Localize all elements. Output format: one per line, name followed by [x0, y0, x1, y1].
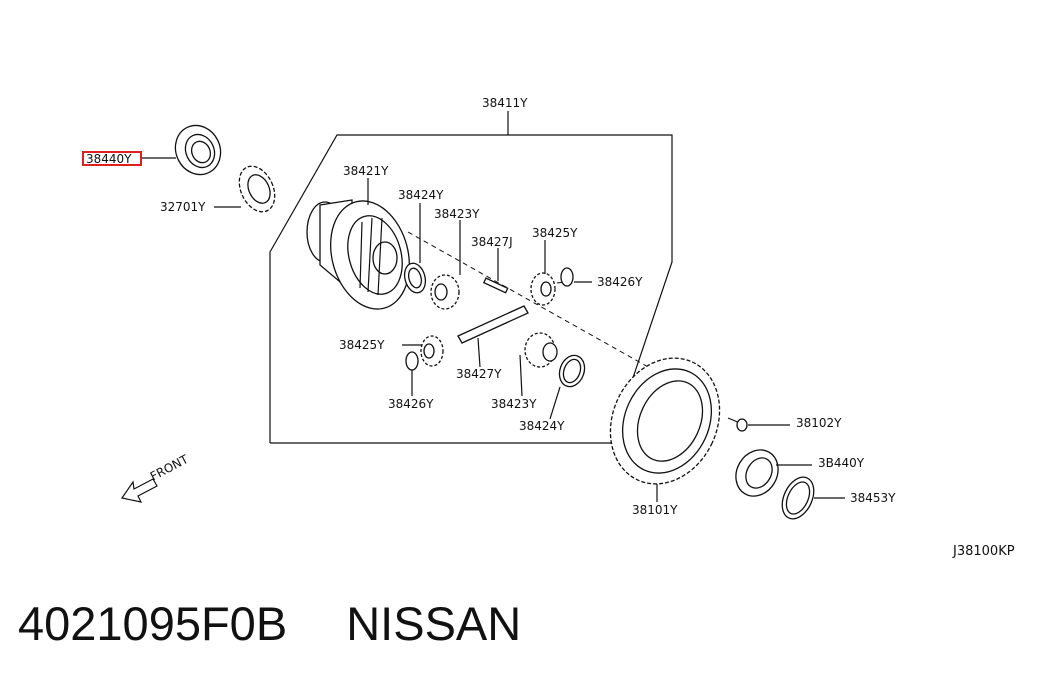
label-38427y[interactable]: 38427Y: [456, 367, 502, 381]
footer: 4021095F0B NISSAN: [18, 596, 1028, 666]
front-label: FRONT: [148, 452, 191, 484]
pinion-shaft-icon: [457, 305, 529, 344]
bearing-icon: [735, 449, 779, 497]
gear-icon: [238, 165, 276, 213]
diagram-code: J38100KP: [952, 544, 1015, 559]
label-38425y-left[interactable]: 38425Y: [339, 338, 385, 352]
assembly-axis: [407, 231, 651, 369]
label-38426y-right[interactable]: 38426Y: [597, 275, 643, 289]
label-38423y-bottom[interactable]: 38423Y: [491, 397, 537, 411]
label-38421y[interactable]: 38421Y: [343, 164, 389, 178]
label-38425y-right[interactable]: 38425Y: [532, 226, 578, 240]
ring-gear-icon: [609, 357, 721, 485]
label-38102y[interactable]: 38102Y: [796, 416, 842, 430]
label-38426y-left[interactable]: 38426Y: [388, 397, 434, 411]
label-32701y[interactable]: 32701Y: [160, 200, 206, 214]
pinion-gear-icon: [420, 335, 444, 367]
exploded-parts-diagram: 38440Y 32701Y 38411Y 38421Y 38424Y 38423…: [82, 96, 1015, 559]
label-38424y-top[interactable]: 38424Y: [398, 188, 444, 202]
case-assembly-outline: [269, 134, 673, 444]
label-3b440y-right[interactable]: 3B440Y: [818, 456, 865, 470]
label-38423y-top[interactable]: 38423Y: [434, 207, 480, 221]
label-38101y[interactable]: 38101Y: [632, 503, 678, 517]
highlight-box: [82, 151, 142, 166]
side-gear-icon: [524, 332, 558, 368]
label-38453y[interactable]: 38453Y: [850, 491, 896, 505]
front-arrow-icon: [120, 478, 158, 503]
washer-icon: [560, 267, 574, 287]
side-gear-icon: [430, 274, 460, 310]
brand-name: NISSAN: [346, 597, 522, 650]
label-38427j[interactable]: 38427J: [471, 235, 513, 249]
label-38440y-left[interactable]: 38440Y: [86, 152, 132, 166]
differential-case-icon: [306, 199, 411, 310]
part-number: 4021095F0B: [18, 597, 288, 650]
pinion-gear-icon: [530, 272, 556, 306]
label-38411y[interactable]: 38411Y: [482, 96, 528, 110]
label-38424y-bottom[interactable]: 38424Y: [519, 419, 565, 433]
washer-icon: [405, 351, 419, 371]
bolt-icon: [727, 417, 748, 432]
lock-pin-icon: [482, 277, 509, 294]
bearing-icon: [174, 124, 222, 176]
